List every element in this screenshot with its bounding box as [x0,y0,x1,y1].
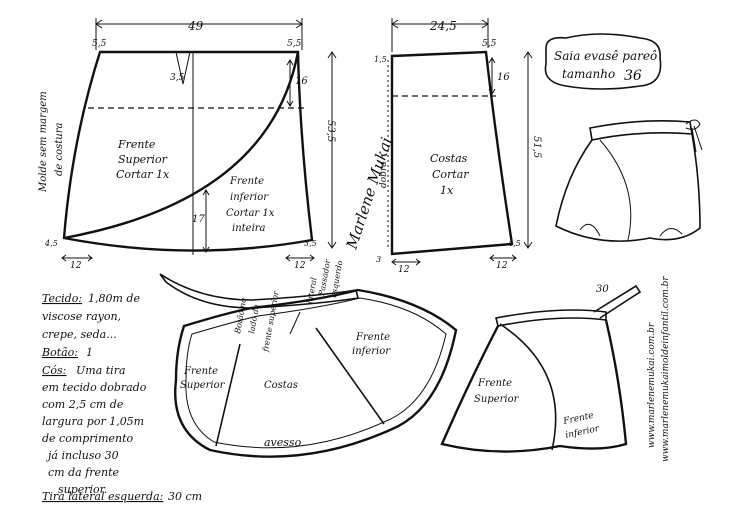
title-cloud [544,33,662,90]
front-upper-name: Frente [117,138,156,151]
front-upper-cut: Cortar 1x [116,168,170,181]
front-lower-note: inteira [232,223,266,234]
side-tie-label: Tira lateral esquerda: [42,490,163,503]
designer-signature: Marlene Mukai [342,135,395,252]
front-left-rise: 4,5 [44,239,58,248]
front-width-label: 49 [187,19,204,33]
tie-line6: já incluso 30 [45,449,119,462]
back-right-rise: 4,5 [507,239,521,248]
back-fold-label: dobra [379,161,389,188]
tie-line5: de comprimento [42,432,134,445]
tie-line1: Uma tira [76,364,126,377]
front-wrap-curve [63,51,300,240]
front-side-note-1: Molde sem margem [38,91,49,193]
assembly-loop-3: lateral [305,276,319,304]
assembly-outline [174,288,458,458]
back-hem-right: 12 [496,261,508,271]
front-upper-sub: Superior [118,153,168,166]
assembly-wrong-side: avesso [264,436,302,449]
front-outline [62,50,314,252]
front-dart-label: 3,5 [170,73,185,83]
title-line1: Saia evasê pareô [554,49,657,63]
websites: www.marlenemukai.com.br www.marlenemukai… [647,276,671,462]
tie-label: Cós: [42,364,66,377]
side-tie-text: 30 cm [168,490,202,503]
back-piece-count: 1x [440,184,454,197]
materials-notes: Tecido: 1,80m de viscose rayon, crepe, s… [41,292,202,503]
back-tl-offset: 1,5 [374,55,387,64]
front-side-note-2: de costura [54,123,65,176]
back-piece-cut: Cortar [432,168,469,181]
back-piece-name: Costas [430,152,468,165]
back-width-label: 24,5 [429,19,457,33]
worn-tie-length: 30 [596,284,609,295]
front-hip-label: 16 [295,76,308,87]
front-length-label: 53,5 [325,120,336,142]
back-tr-offset: 5,5 [482,39,497,49]
worn-front-lower: Frente [562,411,595,427]
assembly-diagram: Botão no lado da frente superior Passado… [159,258,458,458]
website-1: www.marlenemukai.com.br [647,322,657,448]
tie-line4: largura por 1,05m [42,415,144,428]
tie-line3: com 2,5 cm de [42,398,124,411]
back-hip-label: 16 [497,72,510,83]
skirt-sketch [555,119,703,242]
front-lower-sub: inferior [230,192,269,203]
front-lower-name: Frente [229,176,264,187]
back-pattern: 24,5 1,5 5,5 16 51,5 dobra Costas Cortar… [374,18,542,275]
assembly-back: Costas [264,380,298,391]
title-box: Saia evasê pareô tamanho 36 [544,33,662,90]
tie-line7: cm da frente [48,466,120,479]
front-dart [175,51,191,85]
worn-front-upper: Frente [477,378,512,389]
title-line2: tamanho [562,67,615,81]
signature-text: Marlene Mukai [342,135,395,252]
title-size: 36 [624,68,642,84]
fabric-label: Tecido: [42,292,82,305]
tie-line8: superior. [58,483,107,496]
website-2: www.marlenemukaimoldeinfantil.com.br [661,276,671,462]
front-tl-offset: 5,5 [92,39,107,49]
back-length-label: 51,5 [531,136,542,158]
front-curve-label: 17 [192,214,205,225]
front-lower-cut: Cortar 1x [226,208,275,219]
back-outline [390,50,514,256]
tie-line2: em tecido dobrado [42,381,147,394]
assembly-front-lower: Frente [355,332,390,343]
assembly-buttonhole-1: Botão no [233,297,248,335]
button-label: Botão: [41,346,78,359]
worn-front-lower-sub: inferior [565,424,601,441]
front-right-rise: 3,5 [304,239,317,248]
worn-front-upper-sub: Superior [474,394,520,405]
assembly-front-upper: Frente [183,366,218,377]
back-bottom-rise: 3 [376,255,381,264]
front-pattern: 49 5,5 5,5 3,5 16 53,5 17 4,5 3,5 12 12 … [38,18,337,271]
fabric-line2: viscose rayon, [42,310,121,323]
button-text: 1 [86,346,93,359]
front-hem-left: 12 [70,261,82,271]
assembly-front-upper-sub: Superior [180,380,226,391]
worn-view: 30 Frente Superior Frente inferior [440,284,642,453]
back-hem-left: 12 [398,265,410,275]
fabric-line3: crepe, seda... [42,328,117,341]
front-hem-right: 12 [294,261,306,271]
front-tr-offset: 5,5 [287,39,302,49]
assembly-front-lower-sub: inferior [352,346,391,357]
fabric-text: 1,80m de [88,292,140,305]
